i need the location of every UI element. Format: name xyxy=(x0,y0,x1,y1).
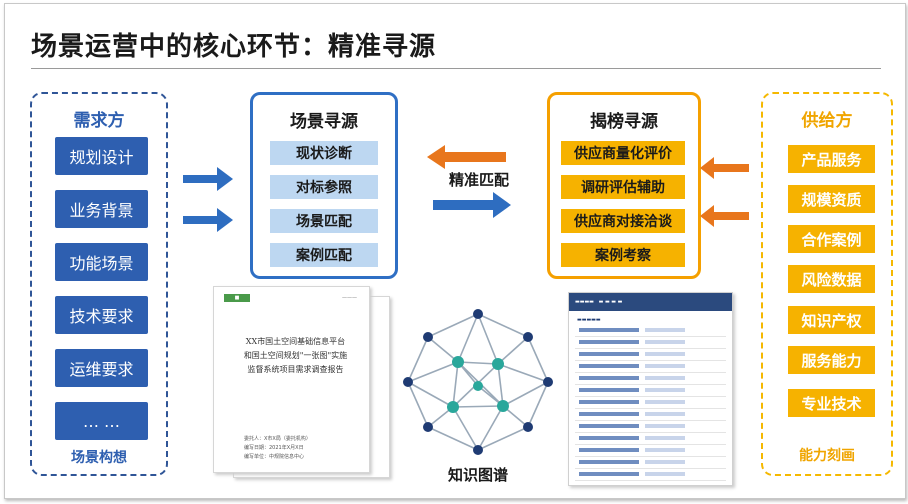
supply-item-service: 服务能力 xyxy=(788,346,875,374)
arrow-left-icon xyxy=(427,145,506,169)
rank-item-evaluation: 供应商量化评价 xyxy=(561,141,685,165)
screenshot-row xyxy=(575,421,726,433)
knowledge-graph-label: 知识图谱 xyxy=(447,466,508,484)
screenshot-row xyxy=(575,433,726,445)
supply-item-ip: 知识产权 xyxy=(788,306,875,334)
supply-heading: 供给方 xyxy=(801,111,853,131)
screenshot-row xyxy=(575,385,726,397)
ranking-sourcing-heading: 揭榜寻源 xyxy=(590,112,658,132)
supply-item-scale: 规模资质 xyxy=(788,185,875,213)
demand-item-planning: 规划设计 xyxy=(55,137,148,175)
screenshot-header-bar: ▬▬▬▬ ▬ ▬ ▬ ▬ xyxy=(569,293,732,311)
arrow-right-icon xyxy=(183,167,233,191)
slide: 场景运营中的核心环节：精准寻源 需求方 规划设计 业务背景 功能场景 技术要求 … xyxy=(4,3,906,499)
supply-item-tech: 专业技术 xyxy=(788,389,875,417)
scene-sourcing-panel: 场景寻源 现状诊断 对标参照 场景匹配 案例匹配 xyxy=(250,92,398,279)
arrow-right-icon xyxy=(183,208,233,232)
demand-footer: 场景构想 xyxy=(71,450,127,466)
document-meta-line: 委托人：X市X局（委托机构） xyxy=(244,436,311,442)
rank-item-research: 调研评估辅助 xyxy=(561,175,685,199)
scene-item-diagnosis: 现状诊断 xyxy=(270,141,378,165)
screenshot-row xyxy=(575,349,726,361)
match-arrows xyxy=(427,145,511,218)
arrow-left-icon xyxy=(700,157,749,179)
document-header-line: ——— xyxy=(342,295,357,301)
ranking-sourcing-panel: 揭榜寻源 供应商量化评价 调研评估辅助 供应商对接洽谈 案例考察 xyxy=(547,92,701,279)
title-divider xyxy=(31,68,881,69)
supply-item-products: 产品服务 xyxy=(788,145,875,173)
demand-item-business: 业务背景 xyxy=(55,190,148,228)
demand-item-tech: 技术要求 xyxy=(55,296,148,334)
screenshot-row xyxy=(575,337,726,349)
platform-screenshot: ▬▬▬▬ ▬ ▬ ▬ ▬ ▬▬▬▬▬ xyxy=(568,292,733,486)
match-label: 精准匹配 xyxy=(448,171,509,189)
supply-arrows xyxy=(700,157,749,227)
screenshot-row xyxy=(575,397,726,409)
demand-arrows xyxy=(183,167,233,232)
rank-item-case-visit: 案例考察 xyxy=(561,243,685,267)
page-title: 场景运营中的核心环节：精准寻源 xyxy=(31,32,437,62)
screenshot-row xyxy=(575,469,726,481)
screenshot-row xyxy=(575,445,726,457)
supply-footer: 能力刻画 xyxy=(799,448,855,464)
screenshot-row xyxy=(575,409,726,421)
screenshot-row xyxy=(575,325,726,337)
demand-panel xyxy=(30,92,168,476)
scene-item-case: 案例匹配 xyxy=(270,243,378,267)
arrow-left-icon xyxy=(700,205,749,227)
supply-item-cases: 合作案例 xyxy=(788,225,875,253)
scene-item-benchmark: 对标参照 xyxy=(270,175,378,199)
demand-item-more: … … xyxy=(55,402,148,440)
supply-panel xyxy=(761,92,893,476)
document-meta-line: 编写日期：2021年X月X日 xyxy=(244,445,304,451)
document-meta: 委托人：X市X局（委托机构） 编写日期：2021年X月X日 编写单位：中规院信息… xyxy=(244,435,311,462)
demand-heading: 需求方 xyxy=(73,111,125,131)
arrow-right-icon xyxy=(433,192,511,218)
scene-item-match: 场景匹配 xyxy=(270,209,378,233)
screenshot-row xyxy=(575,457,726,469)
document-meta-line: 编写单位：中规院信息中心 xyxy=(244,454,305,460)
screenshot-row xyxy=(575,361,726,373)
screenshot-subtitle: ▬▬▬▬▬ xyxy=(577,317,601,323)
demand-item-ops: 运维要求 xyxy=(55,349,148,387)
screenshot-row xyxy=(575,373,726,385)
scene-sourcing-heading: 场景寻源 xyxy=(290,112,358,132)
knowledge-graph-icon xyxy=(403,309,553,455)
demand-item-function: 功能场景 xyxy=(55,243,148,281)
rank-item-negotiation: 供应商对接洽谈 xyxy=(561,209,685,233)
supply-item-risk: 风险数据 xyxy=(788,265,875,293)
document-logo: ■ xyxy=(224,294,250,302)
report-document: ■ ——— XX市国土空间基础信息平台和国土空间规划"一张图"实施监督系统项目需… xyxy=(213,286,370,473)
document-title: XX市国土空间基础信息平台和国土空间规划"一张图"实施监督系统项目需求调查报告 xyxy=(243,337,348,374)
